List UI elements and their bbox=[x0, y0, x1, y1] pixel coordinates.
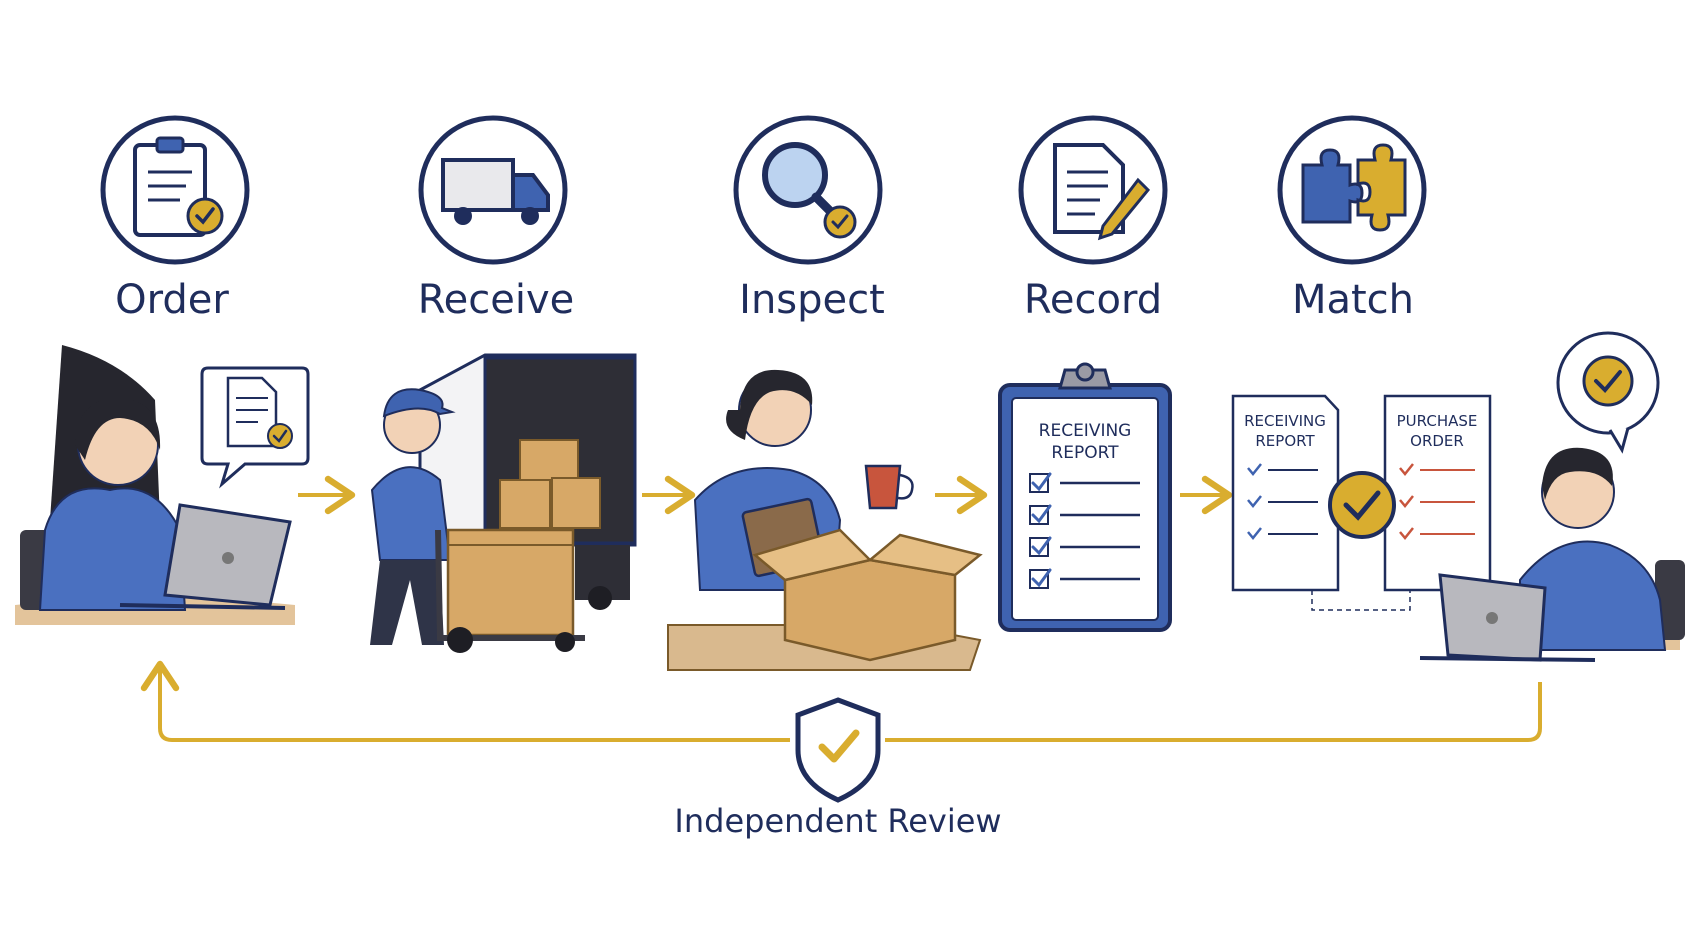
document-pencil-icon bbox=[1053, 143, 1151, 241]
puzzle-pieces-icon bbox=[1301, 143, 1407, 232]
match-step-icon bbox=[1277, 115, 1427, 265]
inspect-step-icon bbox=[733, 115, 883, 265]
review-arrow bbox=[140, 660, 790, 742]
delivery-truck-icon bbox=[441, 158, 550, 225]
receive-scene bbox=[370, 353, 637, 653]
match-report-title-line1: RECEIVING bbox=[1244, 412, 1326, 430]
speech-bubble-document-icon bbox=[200, 366, 310, 489]
record-step-icon bbox=[1018, 115, 1168, 265]
step-label-order: Order bbox=[115, 277, 229, 323]
match-scene: RECEIVING REPORT PURCHASE ORDER bbox=[1231, 331, 1685, 662]
review-loop: Independent Review bbox=[140, 660, 1542, 840]
step-label-inspect: Inspect bbox=[739, 277, 885, 323]
record-scene: RECEIVING REPORT bbox=[998, 362, 1172, 632]
match-po-title-line2: ORDER bbox=[1410, 432, 1464, 450]
review-label: Independent Review bbox=[674, 802, 1001, 840]
checklist-icon bbox=[1029, 472, 1140, 589]
step-label-match: Match bbox=[1292, 277, 1414, 323]
step-label-record: Record bbox=[1024, 277, 1162, 323]
clipboard-check-icon bbox=[133, 136, 224, 237]
match-report-title-line2: REPORT bbox=[1255, 432, 1315, 450]
order-scene bbox=[15, 345, 310, 625]
match-check-icon bbox=[1328, 471, 1396, 539]
magnifier-check-icon bbox=[762, 142, 857, 239]
speech-bubble-check-icon bbox=[1556, 331, 1660, 454]
record-report-title-line2: REPORT bbox=[1051, 443, 1119, 463]
shield-check-icon bbox=[795, 697, 881, 803]
inspect-scene bbox=[667, 369, 983, 671]
step-label-receive: Receive bbox=[418, 277, 575, 323]
order-step-icon bbox=[100, 115, 250, 265]
record-report-title-line1: RECEIVING bbox=[1039, 421, 1132, 441]
match-po-title-line1: PURCHASE bbox=[1397, 412, 1478, 430]
receive-step-icon bbox=[418, 115, 568, 265]
